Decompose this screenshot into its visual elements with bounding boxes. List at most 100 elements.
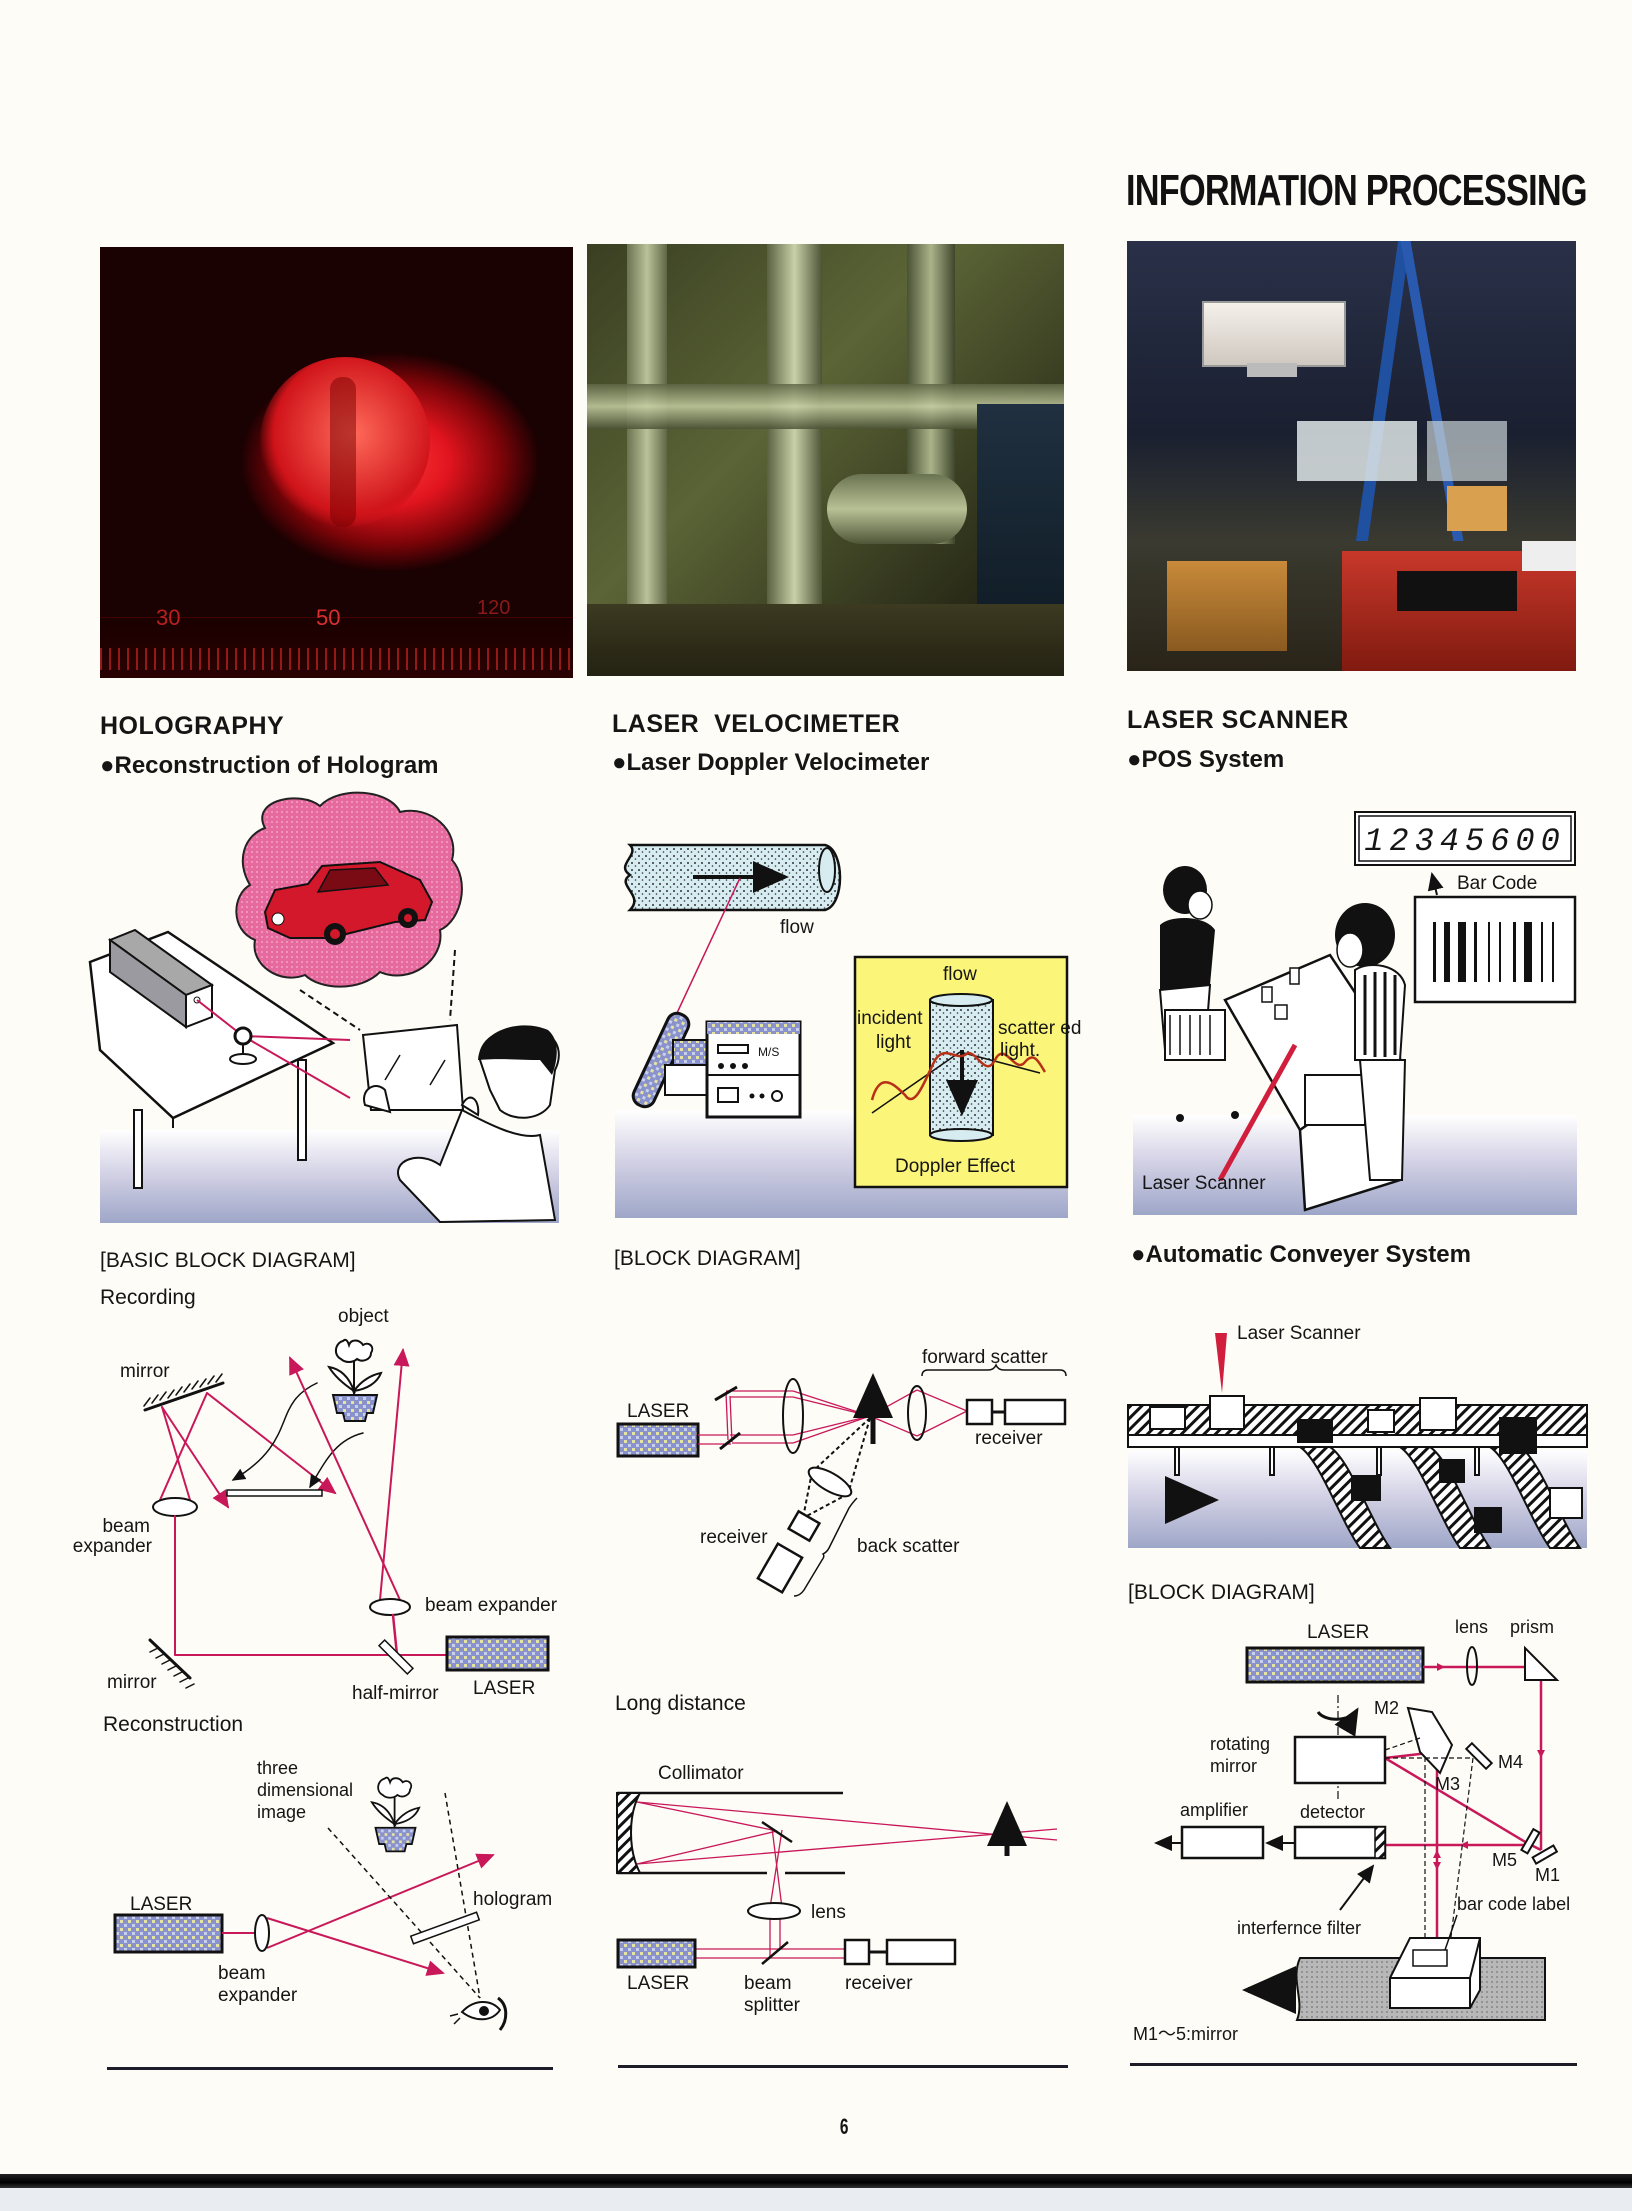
beam-splitter-label: beam: [744, 1973, 792, 1994]
barcode-bar: [1541, 922, 1543, 982]
collimator-label: Collimator: [658, 1763, 744, 1784]
car-icon: [263, 860, 434, 945]
recording-diagram: object mirror beam expander beam expande…: [73, 1306, 558, 1704]
laser-label: LASER: [130, 1894, 192, 1915]
m3-label: M3: [1435, 1774, 1460, 1794]
scanner-subtitle: ●POS System: [1127, 746, 1285, 773]
doppler-effect-label: Doppler Effect: [895, 1156, 1016, 1177]
incident-light-label: light: [876, 1032, 912, 1053]
scanner-block-diagram: LASER lens prism M2 M4 M3 M5 M1 rotating…: [1133, 1617, 1570, 2044]
back-scatter-label: back scatter: [857, 1536, 960, 1557]
doppler-flow-label: flow: [943, 964, 977, 985]
laser-box: [616, 1938, 697, 1969]
velocimeter-block-heading: [BLOCK DIAGRAM]: [614, 1247, 801, 1270]
incident-light-label: incident: [857, 1008, 923, 1029]
page-background-strip: [0, 2188, 1632, 2211]
scattered-light-label: light.: [1000, 1040, 1040, 1061]
reconstruction-diagram: three dimensional image LASER hologram b…: [113, 1758, 552, 2031]
beam-expander-label: expander: [73, 1536, 153, 1557]
receiver-label: receiver: [700, 1527, 768, 1548]
scanner-title: LASER SCANNER: [1127, 706, 1349, 734]
man-figure: [363, 1025, 560, 1224]
velocimeter-illustration: M/S flow flow incident light scatter ed …: [615, 843, 1081, 1218]
laser-label: LASER: [1307, 1622, 1369, 1643]
price-display: [1354, 811, 1576, 866]
mirror-label: mirror: [107, 1672, 157, 1693]
package-box: [1389, 1937, 1481, 2009]
object-flower-icon: [328, 1338, 382, 1422]
barcode-icon: [1433, 922, 1554, 982]
barcode-bar: [1552, 922, 1554, 982]
barcode-bar: [1524, 922, 1532, 982]
three-d-image-label: three: [257, 1758, 298, 1778]
display-value: 12345600: [1364, 823, 1566, 860]
amplifier: [1180, 1825, 1265, 1860]
divider: [107, 2067, 553, 2070]
velocimeter-title: LASER VELOCIMETER: [612, 710, 901, 738]
receiver-label: receiver: [845, 1973, 913, 1994]
scanner-photo: [1127, 241, 1576, 671]
velocimeter-subtitle: ●Laser Doppler Velocimeter: [612, 749, 930, 776]
section-title: INFORMATION PROCESSING: [1126, 166, 1588, 215]
half-mirror-label: half-mirror: [352, 1683, 439, 1704]
barcode-bar: [1499, 922, 1501, 982]
conveyer-illustration: Laser Scanner: [1127, 1323, 1588, 1549]
detector-label: detector: [1300, 1802, 1365, 1822]
collimator-mirror: [616, 1792, 642, 1874]
bar-code-label-label: bar code label: [1457, 1894, 1570, 1914]
barcode-bar: [1488, 922, 1490, 982]
cashier-figure: [1335, 903, 1407, 1181]
velocity-meter: M/S: [705, 1020, 802, 1119]
three-d-image-flower-icon: [370, 1776, 421, 1853]
scale-number: 50: [316, 605, 341, 630]
beam-expander: [254, 1914, 270, 1952]
hologram: [409, 1911, 481, 1945]
lens-label: lens: [1455, 1617, 1488, 1637]
flow-label: flow: [780, 917, 814, 938]
velocimeter-block-diagram: LASER forward scatter receiver receiver …: [616, 1347, 1067, 1597]
three-d-image-label: dimensional: [257, 1780, 353, 1800]
rotating-mirror-label: rotating: [1210, 1734, 1270, 1754]
holography-illustration: [88, 791, 560, 1224]
laser-device: [107, 928, 215, 1029]
laser-scanner-beam: [1215, 1333, 1227, 1393]
beam-expander-left: [152, 1497, 198, 1517]
page-number: 6: [839, 2114, 849, 2139]
beam-expander-label: beam: [218, 1963, 266, 1984]
receiver-label: receiver: [975, 1428, 1043, 1449]
laser-label: LASER: [473, 1678, 535, 1699]
pos-illustration: 12345600 Bar Code Laser Scanner: [1133, 811, 1577, 1215]
m4-label: M4: [1498, 1752, 1523, 1772]
lens-label: lens: [811, 1902, 846, 1923]
beam-expander-label: beam: [102, 1516, 150, 1537]
mirror-bottom: [148, 1638, 192, 1680]
m5-label: M5: [1492, 1850, 1517, 1870]
holography-subtitle: ●Reconstruction of Hologram: [100, 752, 439, 779]
laser-label: LASER: [627, 1401, 689, 1422]
divider: [1130, 2063, 1577, 2066]
barcode-bar: [1458, 922, 1466, 982]
m2-label: M2: [1374, 1698, 1399, 1718]
scattered-light-label: scatter ed: [998, 1018, 1081, 1039]
mirror-legend: M1～5:mirror: [1133, 2024, 1238, 2044]
m2-mirror: [1406, 1706, 1454, 1775]
bar-code-label: Bar Code: [1457, 873, 1537, 894]
eye-icon: [449, 1996, 508, 2031]
barcode-bar: [1444, 922, 1450, 982]
laser-box: [445, 1635, 550, 1672]
beam-expander-label: beam expander: [425, 1595, 558, 1616]
divider: [618, 2065, 1068, 2068]
m1-label: M1: [1535, 1865, 1560, 1885]
velocimeter-photo: [587, 244, 1064, 676]
meter-unit-label: M/S: [758, 1045, 779, 1059]
amplifier-label: amplifier: [1180, 1800, 1248, 1820]
reconstruction-label: Reconstruction: [103, 1713, 244, 1736]
laser-beam: [1217, 1043, 1298, 1182]
mirror-top: [143, 1381, 225, 1412]
mirror-label: mirror: [120, 1361, 170, 1382]
forward-scatter-label: forward scatter: [922, 1347, 1048, 1368]
hologram-label: hologram: [473, 1889, 552, 1910]
laser-box: [616, 1422, 700, 1458]
beam-expander-label: expander: [218, 1985, 298, 2006]
